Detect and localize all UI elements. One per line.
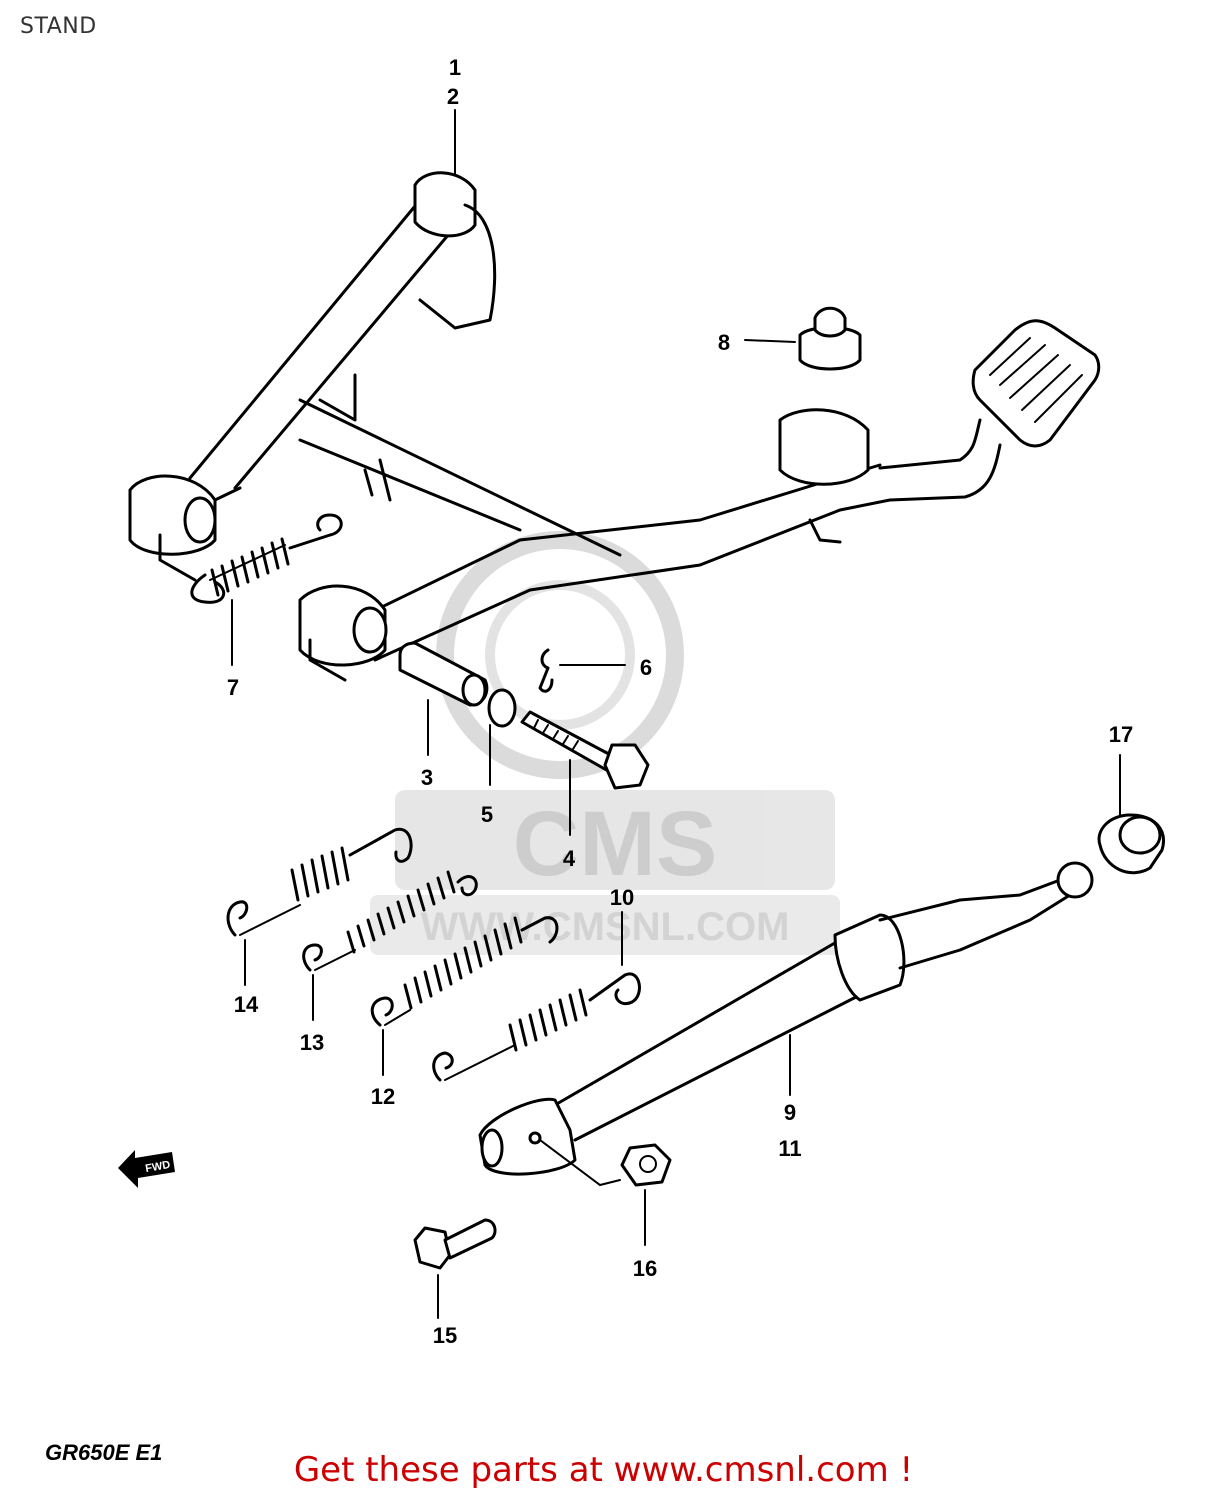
- label-part-2: 2: [447, 84, 459, 109]
- rubber-cap-part-17: [1097, 813, 1165, 875]
- leader-lines: [231, 109, 1121, 1319]
- forward-arrow-icon: FWD: [118, 1150, 175, 1188]
- label-part-4: 4: [563, 846, 576, 871]
- label-part-14: 14: [234, 992, 259, 1017]
- get-parts-link[interactable]: Get these parts at www.cmsnl.com !: [293, 1450, 914, 1490]
- spring-part-10: [432, 972, 641, 1082]
- label-part-16: 16: [633, 1256, 657, 1281]
- spring-part-12: [370, 916, 559, 1027]
- shoulder-bolt-part-15: [413, 1218, 497, 1270]
- spring-part-14: [226, 827, 413, 937]
- label-part-12: 12: [371, 1084, 395, 1109]
- model-code: GR650E E1: [45, 1440, 162, 1465]
- collar-part-3: [398, 641, 489, 707]
- watermark-url: WWW.CMSNL.COM: [421, 905, 790, 949]
- label-part-6: 6: [640, 655, 652, 680]
- washer-part-5: [487, 688, 517, 728]
- clip-part-6: [538, 648, 554, 693]
- label-part-1: 1: [449, 55, 461, 80]
- label-part-11: 11: [778, 1136, 801, 1161]
- side-stand-part-9-11: [478, 861, 1094, 1187]
- fwd-label: FWD: [144, 1159, 171, 1175]
- watermark-brand: CMS: [513, 793, 717, 895]
- label-part-9: 9: [784, 1100, 796, 1125]
- label-part-7: 7: [227, 675, 239, 700]
- cmsnl-watermark: CMS WWW.CMSNL.COM: [370, 531, 840, 955]
- label-part-17: 17: [1109, 722, 1133, 747]
- rubber-stopper-part-8: [798, 306, 862, 371]
- label-part-3: 3: [421, 765, 433, 790]
- spring-part-13: [302, 870, 478, 972]
- label-part-15: 15: [433, 1323, 457, 1348]
- spring-part-7: [190, 513, 343, 604]
- part-number-labels: 1 2 8 6 7 3 5 4 17 10 14 13 12 9 11 16 1…: [227, 55, 1133, 1348]
- label-part-13: 13: [300, 1030, 324, 1055]
- label-part-5: 5: [481, 802, 493, 827]
- page-title: STAND: [20, 14, 97, 39]
- center-stand-frame: [128, 171, 1101, 682]
- nut-part-16: [620, 1143, 672, 1187]
- label-part-8: 8: [718, 330, 730, 355]
- label-part-10: 10: [610, 885, 634, 910]
- bolt-part-4: [520, 710, 650, 790]
